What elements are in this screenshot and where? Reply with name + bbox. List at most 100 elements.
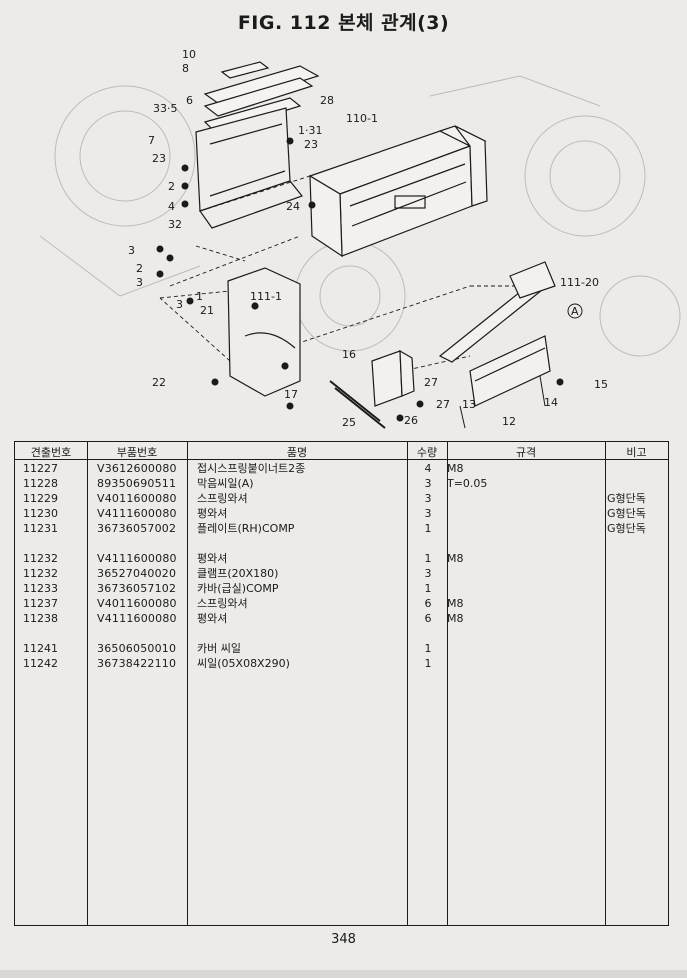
callout-label: 33·5	[153, 102, 178, 115]
part-name-cell: 평와셔	[197, 507, 228, 520]
column-header: 견출번호	[30, 446, 72, 459]
part-name-cell: 평와셔	[197, 552, 228, 565]
scan-edge	[0, 970, 687, 978]
part-number-cell: 36527040020	[97, 567, 177, 580]
part-number-cell: V4011600080	[97, 492, 177, 505]
callout-label: 23	[304, 138, 318, 151]
part-name-cell: 스프링와셔	[197, 597, 248, 610]
callout-label: 1·31	[298, 124, 323, 137]
callout-label: 28	[320, 94, 334, 107]
part-number-cell: 36738422110	[97, 657, 177, 670]
spec-cell: T=0.05	[447, 477, 488, 490]
part-number-cell: V3612600080	[97, 462, 177, 475]
part-number-cell: 36736057002	[97, 522, 177, 535]
part-number-cell: 36736057102	[97, 582, 177, 595]
callout-label: 10	[182, 48, 196, 61]
callout-label: 17	[284, 388, 298, 401]
table-row: 11230 V4111600080 평와셔 3 G형단독	[15, 506, 668, 521]
callout-label: A	[571, 305, 579, 318]
callout-label: 2	[168, 180, 175, 193]
callout-label: 1	[196, 290, 203, 303]
part-number-cell: V4111600080	[97, 612, 177, 625]
qty-cell: 1	[424, 582, 432, 595]
callout-label: 23	[152, 152, 166, 165]
table-row: 11241 36506050010 카버 씨일 1	[15, 641, 668, 656]
ref-cell: 11230	[23, 507, 58, 520]
column-header: 품명	[286, 446, 308, 459]
ref-cell: 11238	[23, 612, 58, 625]
callout-label: 6	[186, 94, 193, 107]
column-header: 규격	[515, 446, 537, 459]
table-row: 11227 V3612600080 접시스프링붙이너트2종 4 M8	[15, 461, 668, 476]
part-name-cell: 평와셔	[197, 612, 228, 625]
column-header: 수량	[416, 446, 438, 459]
part-name-cell: 클램프(20X180)	[197, 567, 279, 580]
callout-label: 26	[404, 414, 418, 427]
table-row-spacer	[15, 536, 668, 551]
parts-table: 견출번호 부품번호 품명 수량 규격 비고 11227 V3612600080 …	[14, 441, 669, 926]
callout-label: 7	[148, 134, 155, 147]
page-number: 348	[331, 932, 356, 947]
callout-label: 4	[168, 200, 175, 213]
table-row: 11242 36738422110 씨일(05X08X290) 1	[15, 656, 668, 671]
table-header: 견출번호 부품번호 품명 수량 규격 비고	[15, 442, 668, 460]
part-name-cell: 스프링와셔	[197, 492, 248, 505]
note-cell: G형단독	[607, 522, 646, 535]
part-number-cell: 89350690511	[97, 477, 177, 490]
qty-cell: 1	[424, 657, 432, 670]
callout-label: 3	[128, 244, 135, 257]
callout-label: 21	[200, 304, 214, 317]
ref-cell: 11242	[23, 657, 58, 670]
ref-cell: 11232	[23, 552, 58, 565]
callout-label: 110-1	[346, 112, 378, 125]
qty-cell: 3	[424, 507, 432, 520]
table-row: 11237 V4011600080 스프링와셔 6 M8	[15, 596, 668, 611]
ref-cell: 11228	[23, 477, 58, 490]
part-name-cell: 접시스프링붙이너트2종	[197, 462, 306, 475]
qty-cell: 1	[424, 642, 432, 655]
qty-cell: 3	[424, 492, 432, 505]
callout-label: 3	[176, 298, 183, 311]
part-name-cell: 씨일(05X08X290)	[197, 657, 290, 670]
part-number-cell: V4111600080	[97, 507, 177, 520]
part-number-cell: 36506050010	[97, 642, 177, 655]
table-row: 11228 89350690511 막음씨일(A) 3 T=0.05	[15, 476, 668, 491]
table-row: 11232 36527040020 클램프(20X180) 3	[15, 566, 668, 581]
part-number-cell: V4011600080	[97, 597, 177, 610]
table-body: 11227 V3612600080 접시스프링붙이너트2종 4 M8 11228…	[15, 461, 668, 671]
qty-cell: 6	[424, 597, 432, 610]
callout-label: 15	[594, 378, 608, 391]
spec-cell: M8	[447, 612, 464, 625]
callout-label: 8	[182, 62, 189, 75]
table-row: 11233 36736057102 카바(급실)COMP 1	[15, 581, 668, 596]
part-name-cell: 막음씨일(A)	[197, 477, 254, 490]
callout-label: 16	[342, 348, 356, 361]
callout-label: 13	[462, 398, 476, 411]
callout-label: 3	[136, 276, 143, 289]
part-name-cell: 카버 씨일	[197, 642, 241, 655]
qty-cell: 3	[424, 477, 432, 490]
callout-label: 32	[168, 218, 182, 231]
callout-label: 2	[136, 262, 143, 275]
qty-cell: 4	[424, 462, 432, 475]
ref-cell: 11232	[23, 567, 58, 580]
callout-label: 14	[544, 396, 558, 409]
table-row: 11231 36736057002 플레이트(RH)COMP 1 G형단독	[15, 521, 668, 536]
callout-label: 22	[152, 376, 166, 389]
callout-label: 27	[436, 398, 450, 411]
ref-cell: 11233	[23, 582, 58, 595]
table-row-spacer	[15, 626, 668, 641]
qty-cell: 3	[424, 567, 432, 580]
callout-label: 12	[502, 415, 516, 428]
spec-cell: M8	[447, 597, 464, 610]
callout-label: 25	[342, 416, 356, 429]
table-row: 11229 V4011600080 스프링와셔 3 G형단독	[15, 491, 668, 506]
part-name-cell: 카바(급실)COMP	[197, 582, 279, 595]
part-number-cell: V4111600080	[97, 552, 177, 565]
column-header: 부품번호	[116, 446, 158, 459]
qty-cell: 1	[424, 522, 432, 535]
callout-label: 24	[286, 200, 300, 213]
note-cell: G형단독	[607, 492, 646, 505]
exploded-parts-diagram: 10 8 6 33·5 7 23 2 4 32 28 1·31 23 24 11…	[0, 36, 687, 434]
qty-cell: 6	[424, 612, 432, 625]
